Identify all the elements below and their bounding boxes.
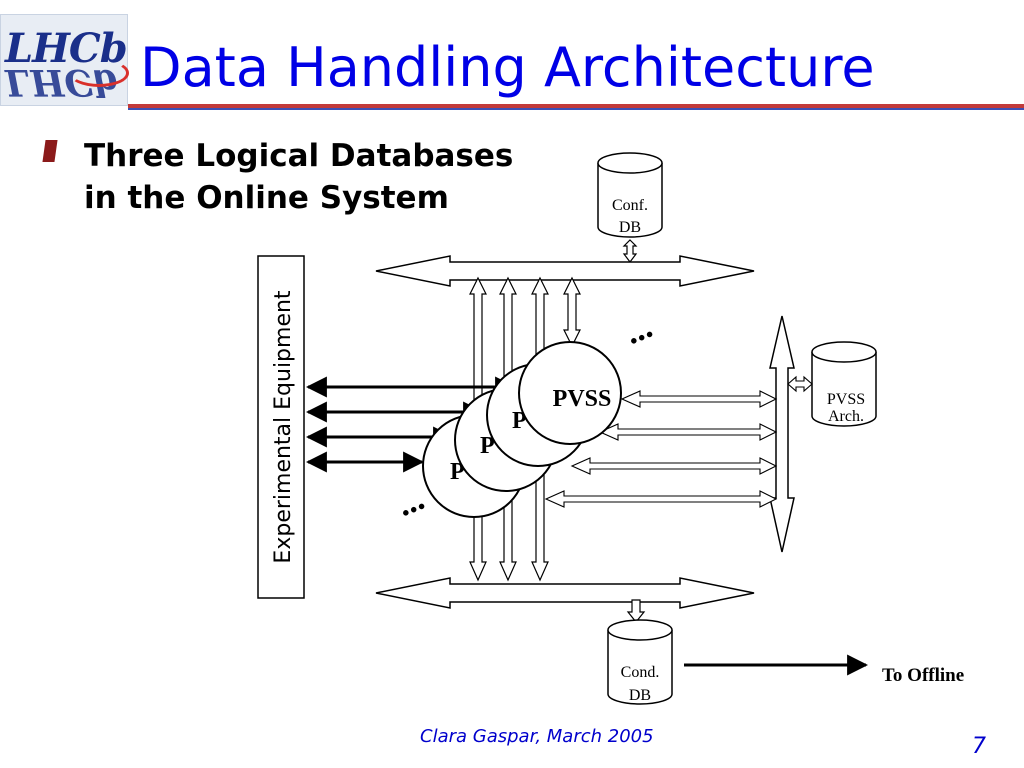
archive-bus-arrow bbox=[769, 315, 795, 553]
slide-title: Data Handling Architecture bbox=[140, 36, 875, 99]
conf-db-cylinder: Conf. DB bbox=[597, 152, 663, 238]
arch-connector bbox=[787, 375, 813, 393]
conf-db-label-2: DB bbox=[619, 219, 641, 236]
bullet-text: Three Logical Databases in the Online Sy… bbox=[84, 135, 513, 219]
archive-link-2 bbox=[598, 423, 778, 441]
pvss-node-1-label: PVSS bbox=[553, 386, 612, 412]
equipment-label: Experimental Equipment bbox=[271, 290, 296, 563]
archive-links bbox=[544, 390, 778, 508]
pvss-archive-cylinder: PVSS Arch. bbox=[811, 341, 877, 427]
pvss-node-3-label: P bbox=[480, 433, 495, 459]
bullet-line-2: in the Online System bbox=[84, 180, 449, 216]
cond-db-cylinder: Cond. DB bbox=[607, 619, 673, 705]
cond-db-label-2: DB bbox=[629, 687, 651, 704]
archive-link-1 bbox=[620, 390, 778, 408]
ellipsis-bottom: ... bbox=[392, 480, 430, 524]
pvss-arch-label-2: Arch. bbox=[828, 408, 864, 425]
archive-link-4 bbox=[544, 490, 778, 508]
title-rule-accent bbox=[128, 108, 1024, 110]
cond-db-connector bbox=[626, 599, 646, 623]
pvss-arch-label-1: PVSS bbox=[827, 391, 865, 408]
page-number: 7 bbox=[972, 734, 986, 759]
ellipsis-top: ... bbox=[620, 308, 658, 352]
conf-db-label-1: Conf. bbox=[612, 197, 648, 214]
pvss-node-1 bbox=[518, 341, 622, 445]
archive-link-3 bbox=[570, 457, 778, 475]
bottom-bus-arrow bbox=[375, 577, 755, 609]
top-bus-arrow bbox=[375, 255, 755, 287]
conf-db-connector bbox=[622, 239, 638, 263]
pvss-stack: P P P PVSS bbox=[422, 341, 622, 518]
bullet-line-1: Three Logical Databases bbox=[84, 138, 514, 174]
footer-author: Clara Gaspar, March 2005 bbox=[420, 726, 654, 747]
equipment-arrows bbox=[305, 376, 517, 473]
logo-swoosh bbox=[69, 59, 129, 87]
lhcb-logo: LHCb LHCb bbox=[0, 14, 129, 106]
vertical-link-4 bbox=[563, 276, 581, 348]
title-rule bbox=[128, 104, 1024, 108]
experimental-equipment-box: Experimental Equipment bbox=[257, 255, 305, 599]
cond-db-label-1: Cond. bbox=[621, 664, 660, 681]
to-offline-label: To Offline bbox=[882, 665, 964, 686]
